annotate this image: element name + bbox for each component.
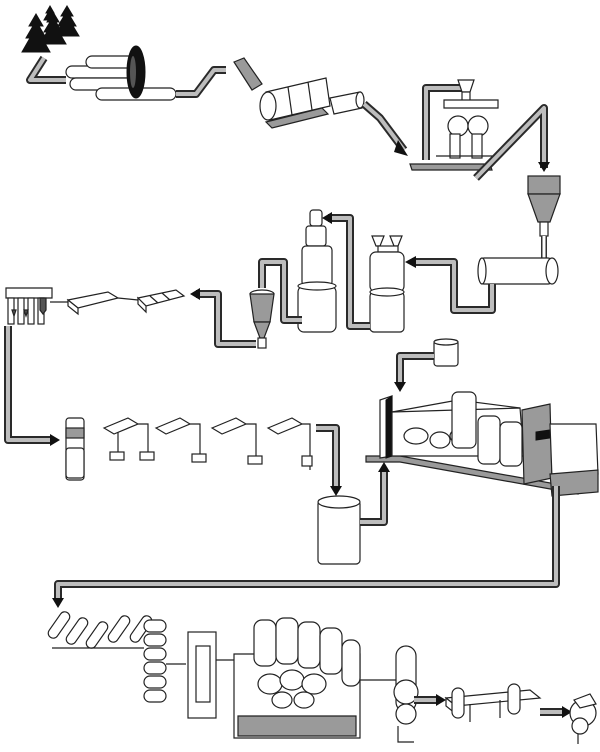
chest-icon bbox=[65, 417, 85, 481]
refiner-icon bbox=[102, 417, 140, 461]
pipe-calender-to-winder bbox=[414, 694, 446, 706]
pipe-chipper-to-digester bbox=[473, 104, 550, 181]
pipe-tower-to-hopper bbox=[258, 258, 302, 324]
refiner-icon bbox=[246, 417, 313, 470]
pipe-logs-to-drum bbox=[176, 66, 226, 98]
pipe-tank-to-tower bbox=[405, 256, 496, 314]
pipe-drum-to-chipper bbox=[361, 100, 408, 156]
pipe-trees-to-logs bbox=[26, 55, 66, 84]
chest-icon bbox=[317, 495, 361, 565]
tower-icon bbox=[369, 235, 405, 333]
pipe-forming-to-press bbox=[52, 486, 560, 608]
hopper-icon bbox=[249, 289, 275, 349]
rotary-drum-icon bbox=[233, 57, 365, 129]
calender-icon bbox=[393, 645, 419, 743]
pipe-to-chipper-hopper bbox=[422, 84, 464, 160]
pipe-chest-to-headbox bbox=[360, 462, 390, 526]
dryer-cylinders-icon bbox=[143, 619, 186, 703]
press-rolls-icon bbox=[47, 611, 153, 649]
paper-reel-icon bbox=[569, 693, 597, 744]
small-chest-icon bbox=[433, 338, 459, 367]
forming-section-icon bbox=[365, 391, 599, 497]
pine-trees-icon bbox=[21, 4, 80, 53]
refiner-icon bbox=[138, 417, 192, 461]
pipe-refiners-to-chest bbox=[316, 424, 342, 496]
log-conveyor-icon bbox=[65, 45, 177, 101]
refiner-icon bbox=[190, 417, 248, 463]
tower-icon bbox=[297, 209, 337, 333]
pipe-refiners-down bbox=[4, 326, 60, 446]
pipe-winder-to-reel bbox=[540, 706, 572, 718]
pipe-tower-to-tower bbox=[322, 212, 370, 330]
cone-tank-icon bbox=[527, 175, 561, 237]
pipe-smallchest-to-headbox bbox=[394, 352, 434, 392]
dryer-section-icon bbox=[233, 617, 396, 739]
winder-icon bbox=[444, 683, 542, 722]
pipe-hopper-to-screens bbox=[190, 288, 256, 348]
screen-icon bbox=[50, 289, 186, 316]
horizontal-tank-icon bbox=[477, 257, 559, 285]
frame-icon bbox=[187, 631, 236, 719]
refiner-icon bbox=[5, 287, 53, 325]
chipper-icon bbox=[409, 79, 500, 171]
